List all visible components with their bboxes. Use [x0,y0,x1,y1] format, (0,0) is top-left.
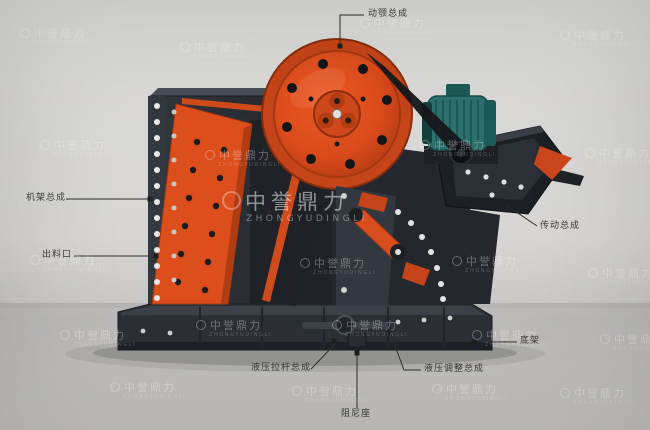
label-hydraulic-rod-assembly: 液压拉杆总成 [251,363,312,373]
base-frame [117,303,493,351]
label-movable-jaw-assembly: 动颚总成 [368,9,409,19]
movable-jaw-arm [262,158,332,306]
label-hydraulic-adjust-assembly: 液压调整总成 [424,364,485,374]
label-discharge-port: 出料口 [42,250,73,260]
callout-lines [66,14,538,408]
label-frame-assembly: 机架总成 [26,193,67,203]
label-damping-seat: 阻尼座 [341,409,372,419]
drive-belt [366,52,473,165]
hydraulic-linkage [336,186,430,306]
side-plate [151,103,253,305]
label-base-frame: 底架 [520,336,541,346]
label-transmission-assembly: 传动总成 [540,221,581,231]
flywheel [261,38,413,190]
callout-markers [147,43,507,356]
